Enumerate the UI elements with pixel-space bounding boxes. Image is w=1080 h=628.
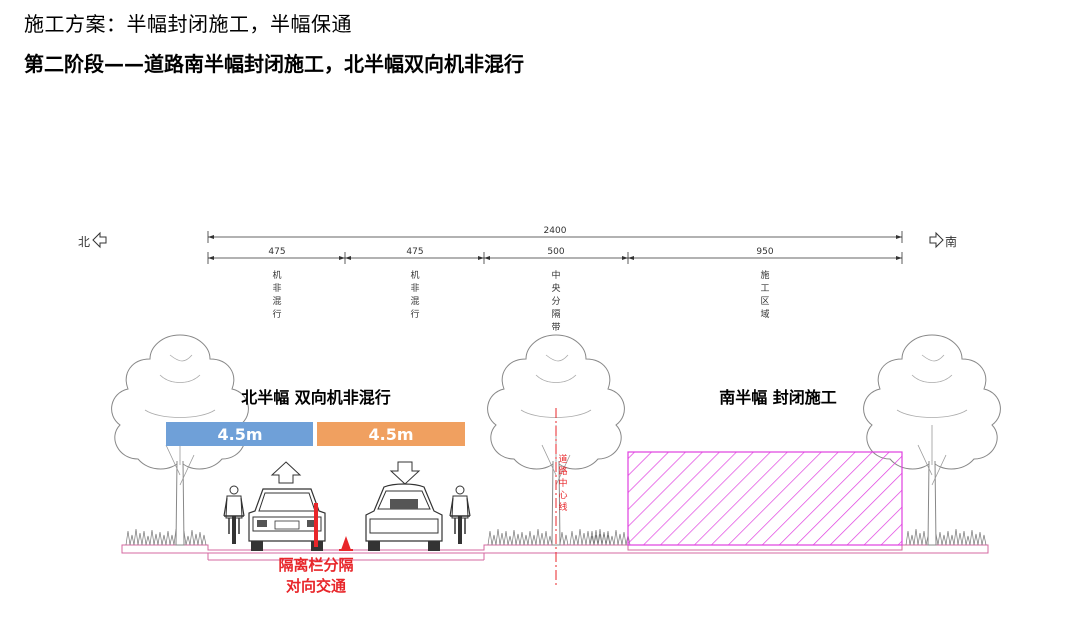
barrier-note-line1: 隔离栏分隔	[278, 556, 353, 574]
dimension-ticks	[208, 235, 902, 260]
cyclist-left	[223, 485, 245, 545]
center-line-label: 道路中心线	[558, 453, 567, 513]
north-label: 北	[78, 235, 90, 249]
page-subtitle: 施工方案：半幅封闭施工，半幅保通	[24, 12, 352, 36]
segment-label-1: 机非混行	[272, 269, 281, 320]
north-arrow-icon: 北	[78, 231, 107, 249]
construction-zone	[627, 451, 903, 546]
lane-left-bar	[166, 422, 313, 446]
isolation-barrier	[314, 503, 318, 547]
dimension-seg-3: 500	[547, 247, 564, 257]
dimension-total: 2400	[544, 226, 567, 236]
segment-label-4: 施工区域	[760, 269, 769, 320]
segment-label-2: 机非混行	[410, 269, 419, 320]
south-label: 南	[945, 234, 957, 249]
dimension-seg-4: 950	[756, 247, 773, 257]
car-left	[248, 488, 326, 552]
center-line-text: 道路中心线	[558, 453, 567, 513]
cyclist-right	[449, 485, 471, 545]
page-title: 第二阶段——道路南半幅封闭施工，北半幅双向机非混行	[24, 52, 524, 76]
arrow-up-icon	[270, 461, 302, 484]
segment-labels: 机非混行 机非混行 中央分隔带 施工区域	[272, 269, 769, 333]
traffic-cone-icon	[339, 536, 353, 551]
arrow-down-icon	[389, 461, 421, 485]
barrier-note-line2: 对向交通	[286, 577, 346, 595]
dimension-seg-1: 475	[268, 247, 285, 257]
car-right	[365, 483, 443, 552]
segment-label-3: 中央分隔带	[551, 269, 560, 333]
lane-right-bar	[317, 422, 465, 446]
south-half-label: 南半幅 封闭施工	[719, 388, 837, 407]
dimension-seg-2: 475	[406, 247, 423, 257]
lane-right-width: 4.5m	[368, 425, 413, 444]
ground-profile	[121, 544, 989, 561]
lane-left-width: 4.5m	[217, 425, 262, 444]
north-half-label: 北半幅 双向机非混行	[241, 388, 391, 407]
south-arrow-icon: 南	[929, 231, 957, 249]
